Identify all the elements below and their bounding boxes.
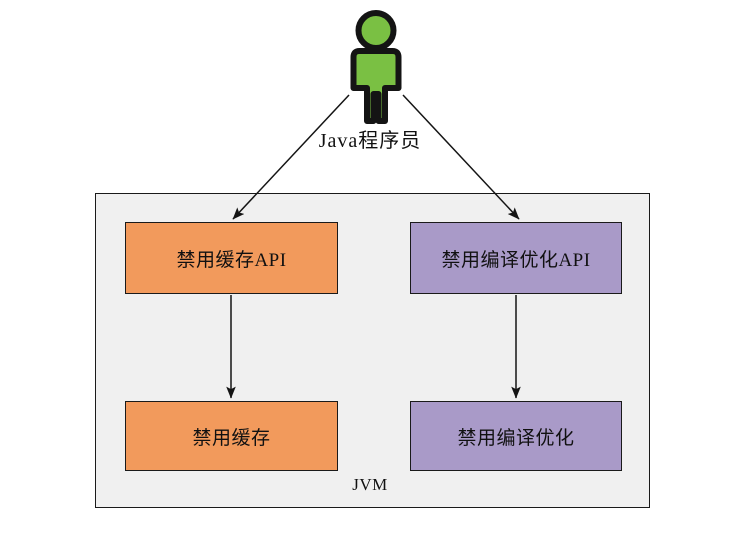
node-compile[interactable]: 禁用编译优化 [410, 401, 622, 471]
node-compile-api-label: 禁用编译优化API [441, 249, 591, 271]
actor-label: Java程序员 [318, 130, 422, 152]
jvm-container-label: JVM [352, 475, 388, 494]
node-cache-label: 禁用缓存 [192, 427, 271, 449]
edge-actor-to-compile-api [402, 94, 520, 220]
node-cache[interactable]: 禁用缓存 [125, 401, 338, 471]
node-cache-api-label: 禁用缓存API [176, 249, 287, 271]
node-compile-label: 禁用编译优化 [457, 427, 575, 449]
node-compile-api[interactable]: 禁用编译优化API [410, 222, 622, 294]
node-cache-api[interactable]: 禁用缓存API [125, 222, 338, 294]
edge-actor-to-cache-api [232, 94, 350, 220]
person-icon [350, 10, 402, 124]
